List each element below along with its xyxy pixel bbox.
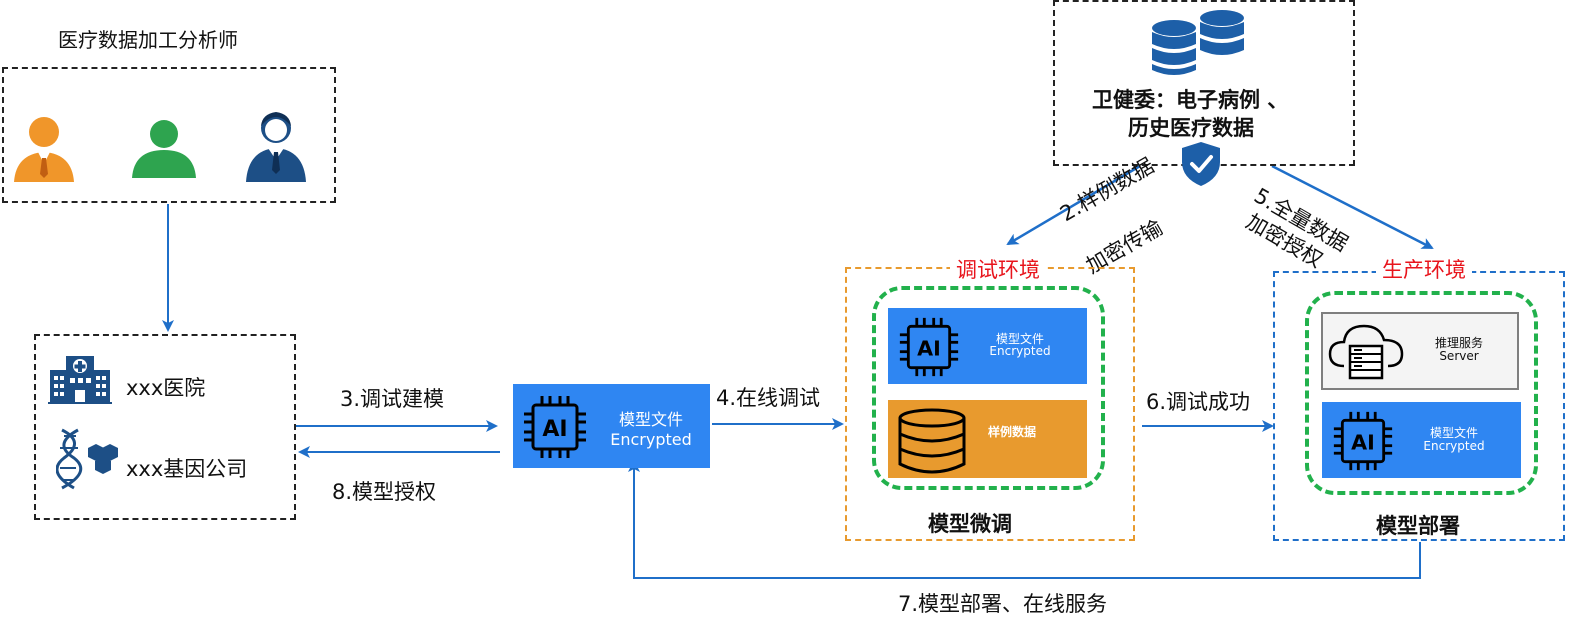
sample-database-icon [898,408,966,474]
debug-ai-chip-icon: AI [899,317,959,377]
svg-text:AI: AI [542,417,567,442]
debug-env-caption: 模型微调 [928,512,1012,536]
arrow-step2 [1006,164,1141,246]
dna-icon [56,428,118,490]
model-file-label-en: Encrypted [610,430,692,449]
person-orange-icon [14,117,74,182]
svg-text:AI: AI [917,336,941,360]
prod-model-file-card [1322,402,1521,478]
step8-label: 8.模型授权 [332,480,437,504]
org-hospital-label: xxx医院 [126,376,206,400]
prod-model-file-cn: 模型文件 [1429,426,1478,440]
sample-data-label: 样例数据 [987,425,1036,439]
model-file-label-cn: 模型文件 [618,410,683,429]
org-gene-company-label: xxx基因公司 [126,457,248,481]
model-file-card [513,384,710,468]
step7-label: 7.模型部署、在线服务 [898,592,1108,616]
prod-env-title: 生产环境 [1376,254,1472,284]
debug-model-file-en: Encrypted [989,344,1051,358]
step4-label: 4.在线调试 [716,386,821,410]
prod-env-inner [1305,291,1538,495]
debug-model-file-card [888,308,1087,384]
prod-model-file-en: Encrypted [1423,439,1485,453]
debug-env-inner [872,286,1105,490]
inference-service-cn: 推理服务 [1434,336,1483,350]
analyst-title: 医疗数据加工分析师 [58,28,238,52]
orgs-box [34,334,296,520]
svg-text:AI: AI [1351,430,1375,454]
inference-service-en: Server [1439,349,1479,363]
hospital-icon [48,356,112,404]
arrow-step7 [628,460,1421,579]
person-green-icon [132,120,196,178]
cloud-server-icon [1328,324,1404,380]
prod-env-caption: 模型部署 [1376,514,1460,538]
debug-model-file-cn: 模型文件 [995,332,1044,346]
person-navy-icon [246,112,306,182]
step6-label: 6.调试成功 [1146,390,1251,414]
prod-ai-chip-icon: AI [1333,411,1393,471]
arrow-step5 [1271,164,1434,250]
source-title-line1: 卫健委：电子病例 、 [1092,88,1289,112]
database-icon [1152,10,1244,75]
debug-env-title: 调试环境 [950,254,1046,284]
step3-label: 3.调试建模 [340,387,445,411]
source-title-line2: 历史医疗数据 [1128,116,1254,140]
shield-check-icon [1182,142,1220,186]
analyst-box [2,67,336,203]
ai-chip-icon: AI [524,396,586,458]
